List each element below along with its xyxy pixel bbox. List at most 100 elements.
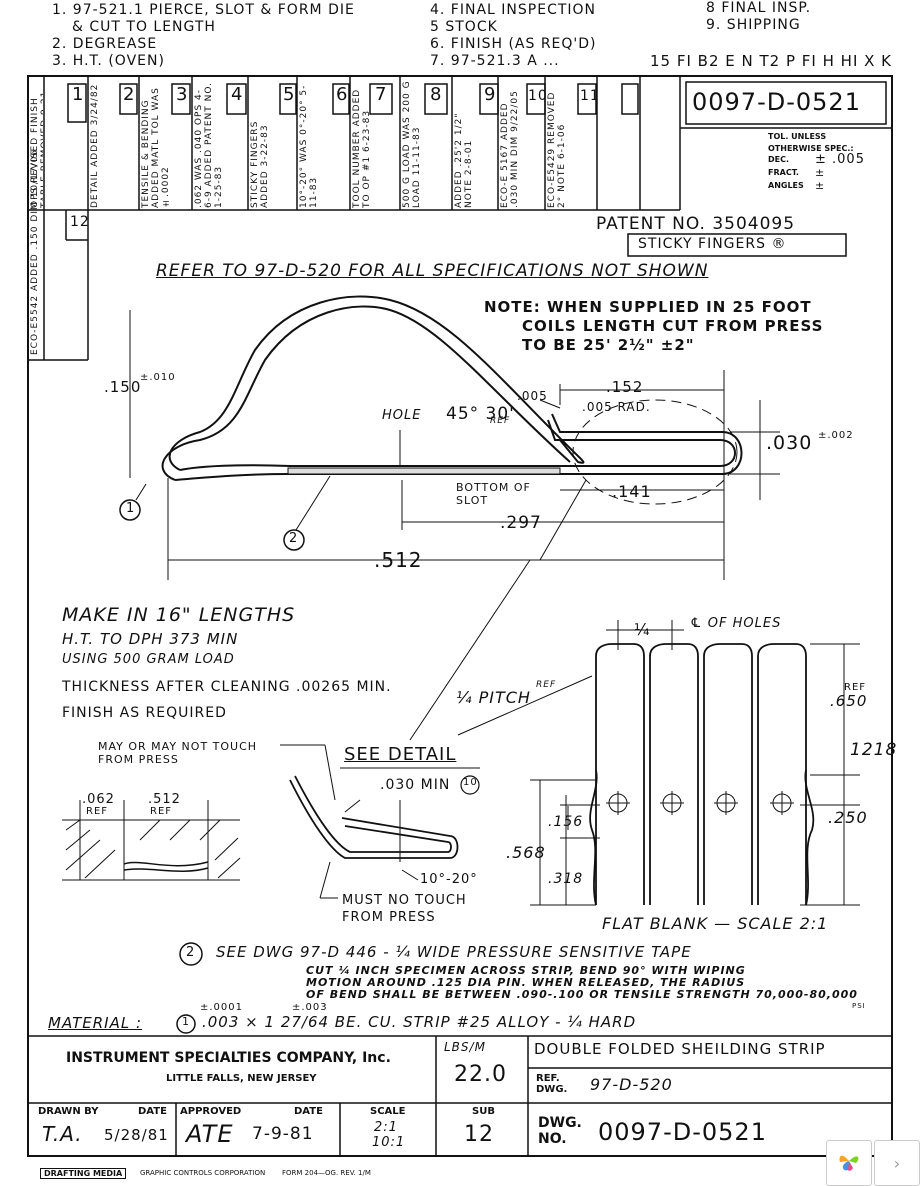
part-title: DOUBLE FOLDED SHEILDING STRIP	[534, 1040, 826, 1058]
rev-11-num: 11	[580, 88, 600, 104]
op-9: 9. SHIPPING	[706, 17, 801, 33]
footer-form: FORM 204—OG. REV. 1/M	[282, 1169, 371, 1177]
rev-3-desc: TENSILE & BENDING ADDED MATL TOL WAS ±.0…	[141, 87, 171, 208]
fb-dim-650-ref: REF	[844, 682, 867, 693]
scale-value-1: 2:1	[374, 1120, 398, 1135]
rev-5-num: 5	[283, 84, 296, 105]
patent-number: PATENT NO. 3504095	[596, 214, 796, 234]
sub-value: 12	[464, 1122, 494, 1147]
ops-mid: 4. FINAL INSPECTION 5 STOCK 6. FINISH (A…	[430, 2, 597, 70]
fb-caption: FLAT BLANK — SCALE 2:1	[602, 914, 829, 933]
drawn-date-value: 5/28/81	[104, 1126, 169, 1144]
dim-297: .297	[500, 513, 542, 533]
scale-value-2: 10:1	[372, 1135, 406, 1150]
ops-right: 8 FINAL INSP. 9. SHIPPING	[706, 0, 811, 34]
dim-rad: .005 RAD.	[582, 400, 651, 414]
dim-030-min: .030 MIN	[380, 777, 451, 793]
fb-dim-1218: 1218	[850, 740, 898, 760]
rev-2-num: 2	[123, 84, 136, 105]
lbs-label: LBS/M	[444, 1040, 486, 1054]
rev-5-desc: STICKY FINGERS ADDED 3-22-83	[250, 120, 270, 208]
rev-1-num: 1	[72, 84, 85, 105]
company-name: INSTRUMENT SPECIALTIES COMPANY, Inc.	[66, 1050, 391, 1066]
coil-note: NOTE: WHEN SUPPLIED IN 25 FOOT COILS LEN…	[484, 298, 823, 355]
drawing-number-box: 0097-D-0521	[692, 88, 861, 116]
rev-9-desc: ADDED .25'2 1/2" NOTE 2-8-01	[454, 112, 474, 209]
note-load: USING 500 GRAM LOAD	[62, 652, 235, 667]
dim-152: .152	[606, 378, 644, 396]
viewer-logo-tile[interactable]	[826, 1140, 872, 1186]
note-ht: H.T. TO DPH 373 MIN	[62, 630, 239, 648]
op-6: 6. FINISH (AS REQ'D)	[430, 36, 597, 52]
note-thickness: THICKNESS AFTER CLEANING .00265 MIN.	[62, 679, 392, 695]
rev-3-num: 3	[176, 84, 189, 105]
rev-12-num: 12	[70, 214, 90, 230]
see-detail-label: SEE DETAIL	[344, 744, 457, 765]
trademark-label: STICKY FINGERS ®	[638, 236, 787, 252]
dim-512: .512	[374, 548, 423, 572]
sheet-border	[27, 75, 893, 1157]
material-tol-2: ±.003	[292, 1002, 328, 1013]
tol-angles-label: ANGLES	[768, 181, 804, 190]
dim-030: .030	[766, 432, 813, 454]
fb-cl-holes: ℄ OF HOLES	[690, 616, 782, 631]
rev-10-desc: ECO-E 5167 ADDED .030 MIN DIM 9/22/05	[500, 90, 520, 208]
fb-pitch: ¼ PITCH	[456, 688, 531, 707]
rev-12-desc: ECO-E5542 ADDED .150 DIM 10/17/06	[30, 148, 40, 355]
tol-angles-value: ±	[815, 179, 825, 192]
op-1-cont: & CUT TO LENGTH	[72, 19, 216, 35]
detail-dim-512: .512	[148, 792, 181, 807]
must-not-touch-note: MUST NO TOUCH FROM PRESS	[342, 893, 467, 925]
rev-10-num: 10	[528, 88, 548, 104]
material-balloon-label: 1	[182, 1015, 190, 1028]
ops-left: 1. 97-521.1 PIERCE, SLOT & FORM DIE & CU…	[52, 2, 355, 70]
rev-4-num: 4	[231, 84, 244, 105]
bend-note-1: CUT ¼ INCH SPECIMEN ACROSS STRIP, BEND 9…	[306, 964, 746, 977]
op-5: 5 STOCK	[430, 19, 498, 35]
sub-label: SUB	[472, 1106, 495, 1117]
ref-dwg-value: 97-D-520	[590, 1075, 673, 1094]
dim-150: .150	[104, 378, 142, 396]
dim-030-tol: ±.002	[818, 430, 854, 441]
angle-ref: REF	[490, 416, 511, 426]
bottom-of-slot: BOTTOM OF SLOT	[456, 481, 531, 507]
bend-note-psi: PSI	[852, 1002, 866, 1010]
tol-fract-label: FRACT.	[768, 168, 799, 177]
approved-signature: ATE	[186, 1120, 234, 1148]
lbs-value: 22.0	[454, 1062, 507, 1087]
tol-dec-label: DEC.	[768, 155, 790, 164]
may-touch-note: MAY OR MAY NOT TOUCH FROM PRESS	[98, 740, 258, 766]
detail-ref-2: REF	[150, 806, 173, 817]
viewer-next-tile[interactable]: ›	[874, 1140, 920, 1186]
drawn-by-value: T.A.	[42, 1122, 83, 1146]
coil-note-line-1: NOTE: WHEN SUPPLIED IN 25 FOOT	[484, 298, 812, 316]
bend-note-2: MOTION AROUND .125 DIA PIN. WHEN RELEASE…	[306, 976, 746, 989]
fb-dim-650: .650	[830, 692, 868, 710]
footer-corp: GRAPHIC CONTROLS CORPORATION	[140, 1169, 266, 1177]
rev-8-desc: 500 G LOAD WAS 200 G LOAD 11-11-83	[402, 80, 422, 208]
dim-005: .005	[517, 389, 548, 403]
coil-note-line-2: COILS LENGTH CUT FROM PRESS	[522, 317, 824, 335]
rev-8-num: 8	[430, 84, 443, 105]
rev-2-desc: DETAIL ADDED 3/24/82	[90, 83, 100, 208]
dwg-no-value: 0097-D-0521	[598, 1118, 767, 1146]
rev-11-desc: ECO-E5429 REMOVED 2° NOTE 6-1-06	[547, 91, 567, 208]
op-3: 3. H.T. (OVEN)	[52, 53, 165, 69]
note-lengths: MAKE IN 16" LENGTHS	[62, 604, 296, 626]
detail-ref-1: REF	[86, 806, 109, 817]
balloon-2-label: 2	[289, 531, 299, 546]
ref-dwg-label: REF. DWG.	[536, 1073, 568, 1095]
rev-4-desc: .062 WAS .040 OPS 4-6-9 ADDED PATENT NO.…	[194, 82, 224, 208]
op-4: 4. FINAL INSPECTION	[430, 2, 597, 18]
tol-fract-value: ±	[815, 166, 825, 179]
header-scribble: 15 FI B2 E N T2 P FI H HI X K	[650, 52, 893, 70]
drawn-by-label: DRAWN BY	[38, 1106, 99, 1117]
tol-dec-value: ± .005	[815, 152, 865, 167]
material-tol-1: ±.0001	[200, 1002, 244, 1013]
dwg-no-label: DWG. NO.	[538, 1115, 582, 1147]
bend-note: CUT ¼ INCH SPECIMEN ACROSS STRIP, BEND 9…	[306, 965, 858, 1001]
rev-7-num: 7	[375, 84, 388, 105]
dim-150-tol: ±.010	[140, 372, 176, 383]
fb-dim-568: .568	[506, 843, 546, 862]
